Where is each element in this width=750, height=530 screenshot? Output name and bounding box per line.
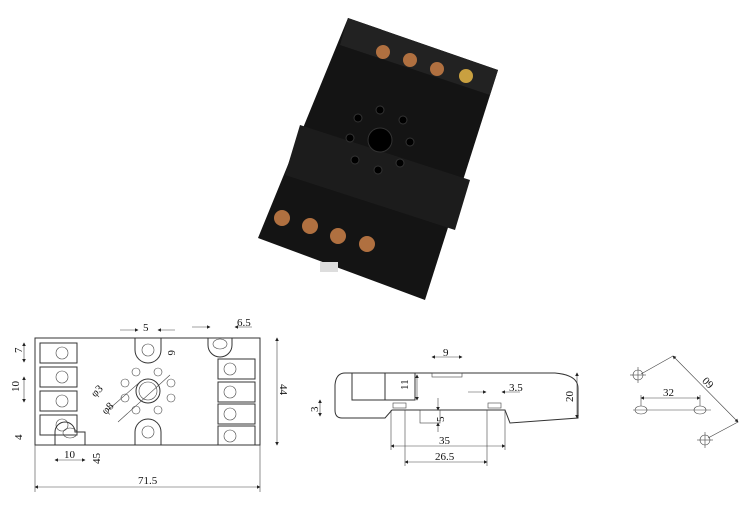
dim-5: 5 — [143, 322, 149, 334]
dim-3: 3 — [309, 406, 321, 412]
dim-10: 10 — [10, 381, 22, 393]
dim-10b: 10 — [64, 449, 76, 461]
relay-socket-photo — [258, 18, 498, 300]
dim-11: 11 — [399, 379, 411, 390]
dim-26-5: 26.5 — [435, 451, 455, 463]
dim-5b: 5 — [435, 416, 447, 422]
front-view: 5 6.5 7 6 10 φ3 φ8 4 44 10 45 71.5 — [10, 317, 289, 492]
side-view: 9 11 3.5 3 5 20 35 26.5 — [309, 347, 579, 466]
dim-32: 32 — [663, 387, 674, 399]
center-hole — [367, 127, 393, 153]
dim-6-5: 6.5 — [237, 317, 251, 329]
dim-20: 20 — [564, 391, 576, 403]
dim-35: 35 — [439, 435, 451, 447]
dim-6: 6 — [165, 350, 177, 356]
top-terminals — [376, 45, 473, 83]
right-terminals — [217, 358, 256, 446]
dim-4: 4 — [13, 434, 25, 440]
bottom-terminals — [274, 210, 375, 252]
dim-7: 7 — [13, 347, 25, 353]
dim-71-5: 71.5 — [138, 475, 158, 487]
dim-3-5: 3.5 — [509, 382, 523, 394]
left-terminals — [39, 342, 78, 436]
dim-phi3: φ3 — [89, 383, 106, 400]
dim-9: 9 — [443, 347, 449, 359]
dim-phi8: φ8 — [100, 400, 117, 417]
dim-45: 45 — [91, 453, 103, 465]
mounting-hole-pattern: 32 60 — [630, 355, 739, 448]
dim-60: 60 — [700, 374, 717, 391]
dim-44: 44 — [277, 384, 289, 396]
